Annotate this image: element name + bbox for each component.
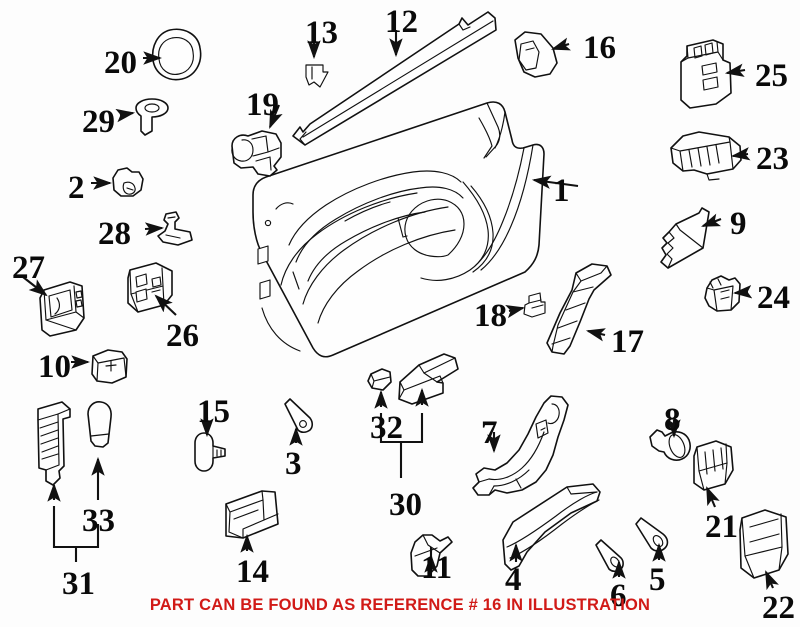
callout-15: 15 — [197, 394, 230, 430]
leader-1 — [531, 175, 579, 189]
part-18-trim-retainer-clip — [523, 292, 546, 318]
callout-32: 32 — [370, 410, 403, 446]
callout-2: 2 — [68, 170, 85, 206]
part-28-bracket-clip — [157, 211, 193, 246]
callout-5: 5 — [649, 562, 666, 598]
part-13-trim-strip-clip — [305, 64, 329, 88]
part-23-master-window-switch — [670, 131, 742, 181]
part-9-speaker-grille-cover — [660, 207, 710, 269]
part-4-armrest-assembly — [502, 483, 601, 571]
callout-14: 14 — [236, 554, 269, 590]
callout-16: 16 — [583, 30, 616, 66]
leader-17 — [585, 328, 606, 342]
part-33-courtesy-lamp-bulb — [87, 401, 112, 448]
callout-11: 11 — [421, 550, 453, 586]
leader-24 — [732, 285, 753, 299]
callout-26: 26 — [166, 318, 199, 354]
callout-22: 22 — [762, 590, 795, 626]
part-2-retainer-nut-clip — [112, 167, 144, 197]
part-17-door-pull-handle-trim — [546, 263, 612, 355]
leader-lines — [22, 30, 779, 591]
leader-28 — [144, 222, 165, 236]
callout-33: 33 — [82, 503, 115, 539]
leader-16 — [550, 37, 572, 51]
callout-30: 30 — [389, 487, 422, 523]
part-32-handle-bezel-insert — [367, 368, 392, 391]
callout-29: 29 — [82, 104, 115, 140]
callout-28: 28 — [98, 216, 131, 252]
callout-10: 10 — [38, 349, 71, 385]
part-25-window-lift-switch — [680, 39, 732, 109]
callout-12: 12 — [385, 4, 418, 40]
callout-27: 27 — [12, 250, 45, 286]
leader-27 — [22, 276, 48, 297]
callout-25: 25 — [755, 58, 788, 94]
part-14-lower-trim-bracket — [225, 490, 279, 539]
leader-21 — [706, 486, 720, 508]
callout-13: 13 — [305, 15, 338, 51]
leader-26 — [154, 294, 177, 316]
leader-22 — [765, 570, 779, 591]
leader-25 — [724, 63, 746, 77]
part-7-inside-handle-assembly — [472, 395, 569, 496]
callout-6: 6 — [610, 578, 627, 614]
callout-8: 8 — [664, 402, 681, 438]
reference-note: PART CAN BE FOUND AS REFERENCE # 16 IN I… — [149, 596, 651, 614]
callout-4: 4 — [505, 562, 522, 598]
part-16-tweeter-speaker-cover — [514, 31, 558, 78]
callout-1: 1 — [553, 173, 570, 209]
callout-20: 20 — [104, 45, 137, 81]
part-29-push-pin-rivet — [135, 98, 169, 136]
part-12-upper-trim-molding — [292, 11, 497, 146]
callout-18: 18 — [474, 298, 507, 334]
leader-9 — [701, 213, 722, 227]
part-31-courtesy-lamp-assembly — [37, 401, 71, 486]
callout-19: 19 — [246, 87, 279, 123]
callout-9: 9 — [730, 206, 747, 242]
callout-24: 24 — [757, 280, 790, 316]
part-30-handle-bezel-kit — [398, 353, 459, 405]
leader-19 — [269, 104, 283, 129]
callout-21: 21 — [705, 509, 738, 545]
callout-3: 3 — [285, 446, 302, 482]
part-21-switch-bezel-small — [693, 440, 734, 491]
callout-17: 17 — [611, 324, 644, 360]
part-1-door-trim-panel — [252, 101, 545, 358]
callout-31: 31 — [62, 566, 95, 602]
part-20-oval-grommet-cap — [151, 28, 202, 81]
part-22-switch-bezel-large — [739, 509, 789, 579]
leader-18 — [505, 304, 526, 319]
part-10-plug-cap-cover — [91, 349, 128, 384]
callout-23: 23 — [756, 141, 789, 177]
part-19-door-lock-actuator-switch — [231, 130, 282, 177]
part-27-seat-memory-switch — [39, 281, 85, 337]
leader-23 — [730, 147, 751, 161]
leader-29 — [115, 108, 136, 123]
callout-7: 7 — [481, 415, 498, 451]
